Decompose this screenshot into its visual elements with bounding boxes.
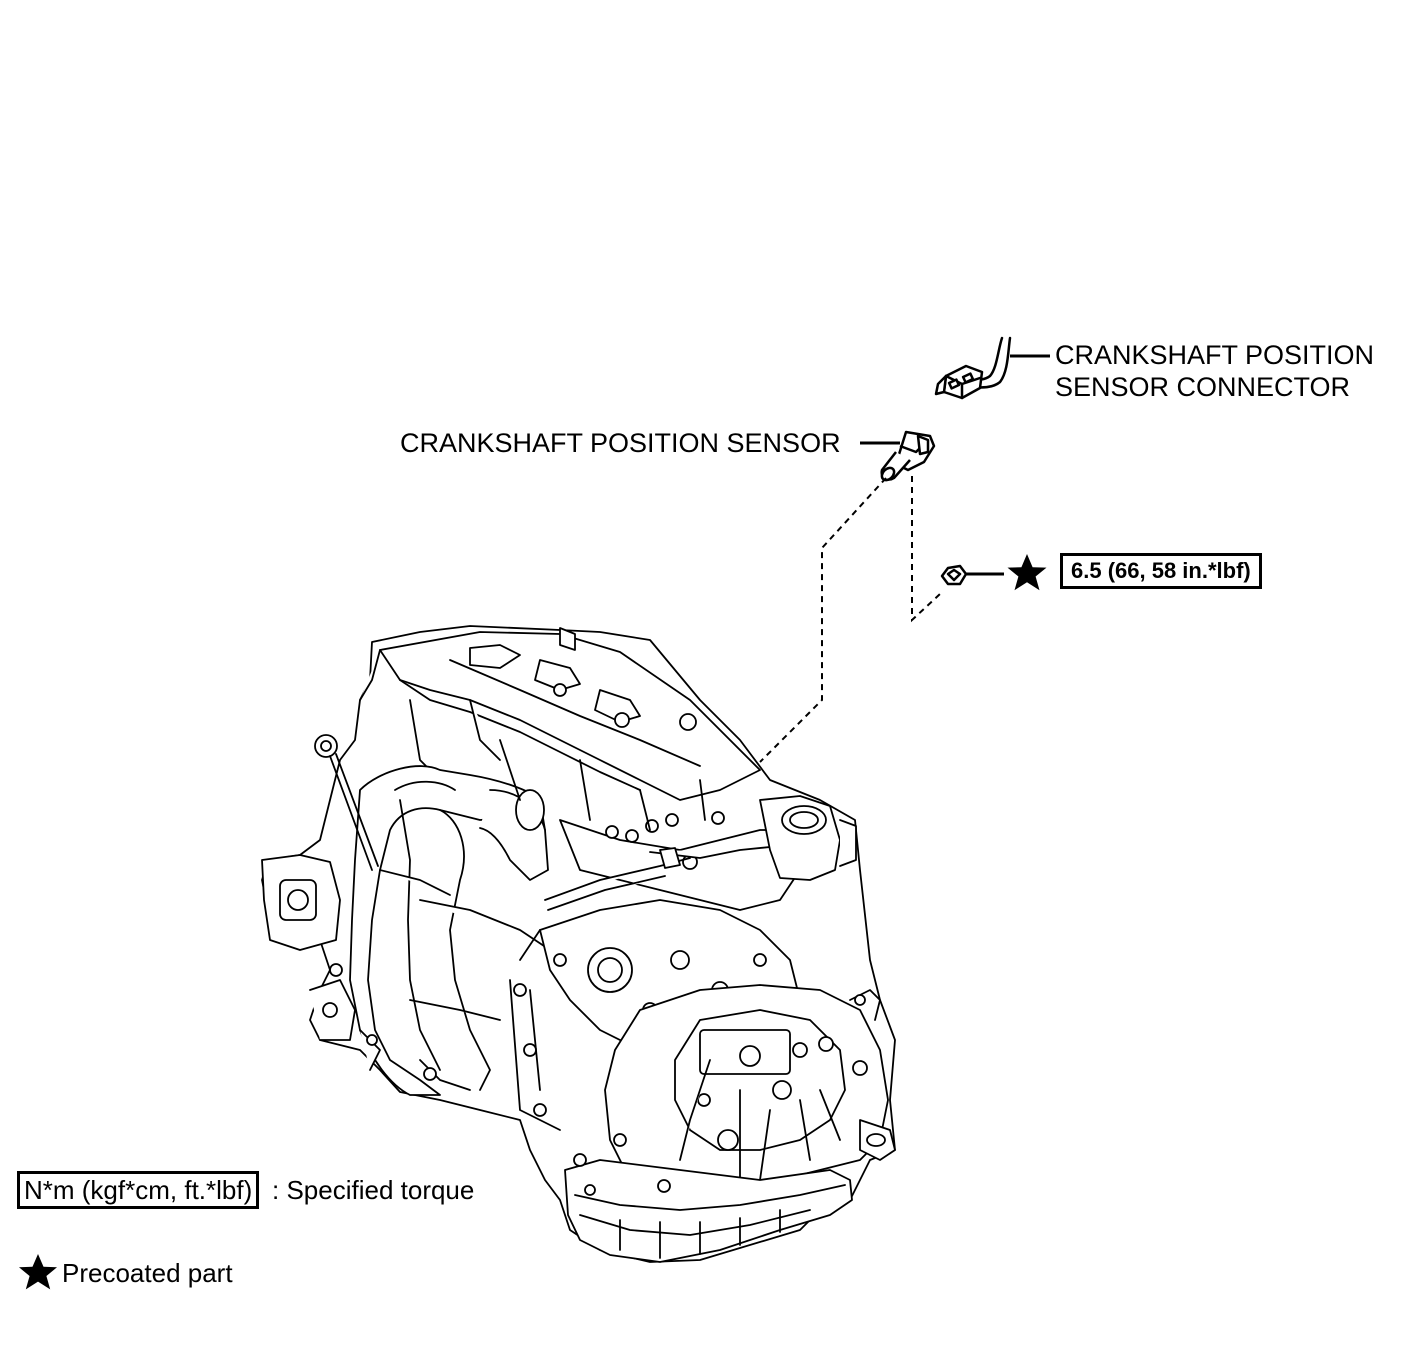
connector-icon xyxy=(934,336,1012,400)
legend-star-icon xyxy=(19,1254,57,1290)
legend-torque-desc: : Specified torque xyxy=(272,1175,475,1205)
torque-spec-box: 6.5 (66, 58 in.*lbf) xyxy=(1060,553,1262,589)
install-path-lines xyxy=(759,476,941,763)
sensor-label: CRANKSHAFT POSITION SENSOR xyxy=(400,428,841,458)
engine-illustration xyxy=(261,625,896,1263)
legend-torque-units: N*m (kgf*cm, ft.*lbf) xyxy=(17,1171,260,1209)
connector-label-line2: SENSOR CONNECTOR xyxy=(1055,372,1351,402)
sensor-icon xyxy=(880,430,936,482)
legend-precoat-desc: Precoated part xyxy=(62,1258,233,1288)
bolt-icon xyxy=(940,564,968,586)
connector-label-line1: CRANKSHAFT POSITION xyxy=(1055,340,1375,370)
precoat-star-icon xyxy=(1007,554,1047,591)
